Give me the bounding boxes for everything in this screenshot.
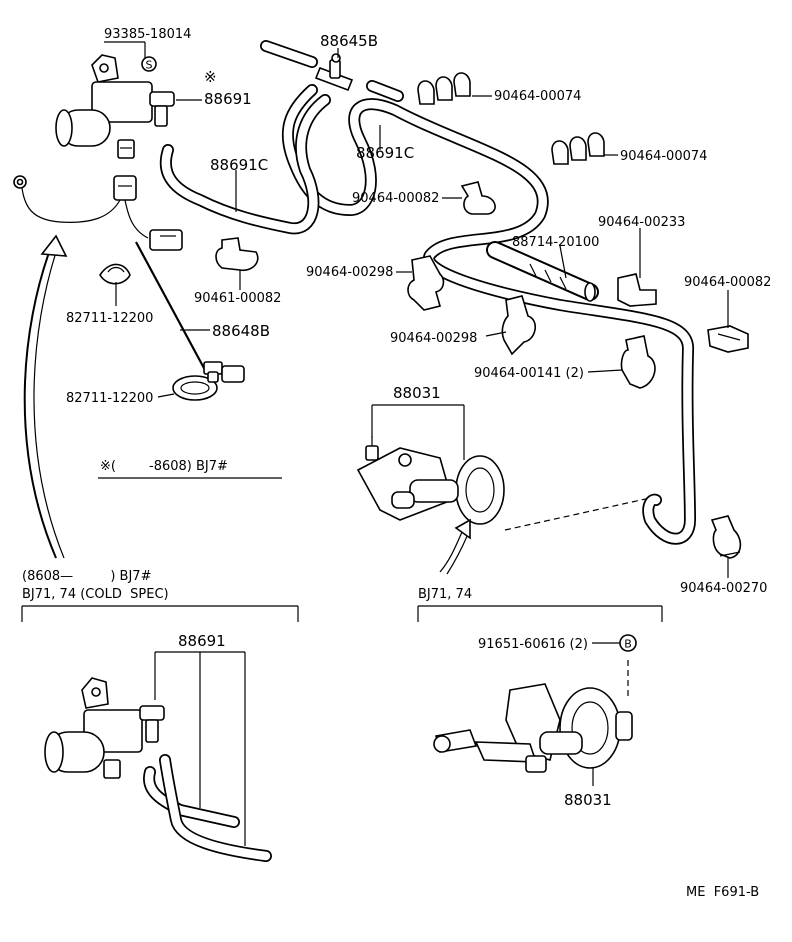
section-bracket-right — [417, 605, 663, 622]
label-88691c-left: 88691C — [210, 156, 268, 174]
clamp-82711-a — [99, 263, 131, 285]
label-88691c-right: 88691C — [356, 144, 414, 162]
hose-short-top-left — [260, 40, 318, 68]
circle-s-text: S — [146, 59, 153, 72]
leader-88031-top — [371, 404, 465, 460]
booster-88031-bottom — [433, 683, 633, 773]
label-88714-20100: 88714-20100 — [512, 235, 599, 250]
clip-90464-00298-b — [501, 295, 536, 356]
hose-88714 — [486, 241, 599, 302]
note-right-model: BJ71, 74 — [418, 587, 472, 602]
clip-90464-00270 — [710, 515, 742, 559]
hose-88691c-right — [281, 84, 696, 545]
label-90464-00141: 90464-00141 (2) — [474, 366, 584, 381]
label-90461-00082: 90461-00082 — [194, 291, 281, 306]
note-left-range: (8608— ) BJ7# — [22, 569, 151, 584]
label-88648b: 88648B — [212, 322, 270, 340]
clip-90464-00074-a — [417, 72, 471, 105]
joint-88645b — [314, 53, 354, 92]
clip-90464-00074-b — [551, 132, 605, 165]
wire-88648b — [135, 241, 245, 383]
label-90464-00298-a: 90464-00298 — [306, 265, 393, 280]
clip-90464-00082-a — [460, 181, 496, 215]
circle-b-text: B — [624, 638, 632, 651]
label-88691-bottom: 88691 — [178, 632, 226, 650]
clip-90464-00141 — [620, 335, 656, 389]
label-82711-12200-b: 82711-12200 — [66, 391, 153, 406]
clamp-82711-b — [172, 371, 219, 401]
leader-lines — [104, 41, 729, 644]
clip-90464-00082-b — [707, 325, 749, 353]
circle-s-mark: S — [141, 56, 157, 72]
label-90464-00074-a: 90464-00074 — [494, 89, 581, 104]
note-left-model: BJ71, 74 (COLD SPEC) — [22, 587, 169, 602]
hose-short-top-right — [366, 80, 404, 102]
note-kome-range: ※( -8608) BJ7# — [100, 459, 228, 474]
label-90464-00074-b: 90464-00074 — [620, 149, 707, 164]
hose-88691c-left — [159, 94, 331, 235]
label-82711-12200-a: 82711-12200 — [66, 311, 153, 326]
clip-90464-00233 — [617, 273, 657, 307]
label-93385-18014: 93385-18014 — [104, 27, 191, 42]
arrow-to-vsv — [23, 234, 68, 559]
label-90464-00082-a: 90464-00082 — [352, 191, 439, 206]
clip-90464-00298-a — [407, 255, 445, 311]
label-88031-top: 88031 — [393, 384, 441, 402]
leader-88691-bottom — [154, 651, 246, 846]
vsv-88691-top — [55, 54, 175, 159]
hose-bottom-88691 — [143, 754, 272, 862]
figure-code: ME F691-B — [686, 885, 759, 900]
label-90464-00082-b: 90464-00082 — [684, 275, 771, 290]
clip-90461-00082 — [215, 237, 259, 272]
label-88645b: 88645B — [320, 32, 378, 50]
arrow-to-booster — [439, 518, 471, 575]
label-88031-bottom: 88031 — [564, 791, 612, 809]
label-90464-00233: 90464-00233 — [598, 215, 685, 230]
circle-b-mark: B — [619, 634, 637, 652]
vsv-88691-bottom — [44, 677, 165, 779]
label-91651-60616: 91651-60616 (2) — [478, 637, 588, 652]
label-90464-00270: 90464-00270 — [680, 581, 767, 596]
section-bracket-left — [21, 605, 299, 622]
label-88691-top: 88691 — [204, 90, 252, 108]
booster-88031-top — [356, 436, 505, 525]
wire-harness — [13, 175, 183, 251]
dashed-link-hose — [504, 497, 651, 531]
label-90464-00298-b: 90464-00298 — [390, 331, 477, 346]
kome-mark-top: ※ — [204, 68, 217, 86]
